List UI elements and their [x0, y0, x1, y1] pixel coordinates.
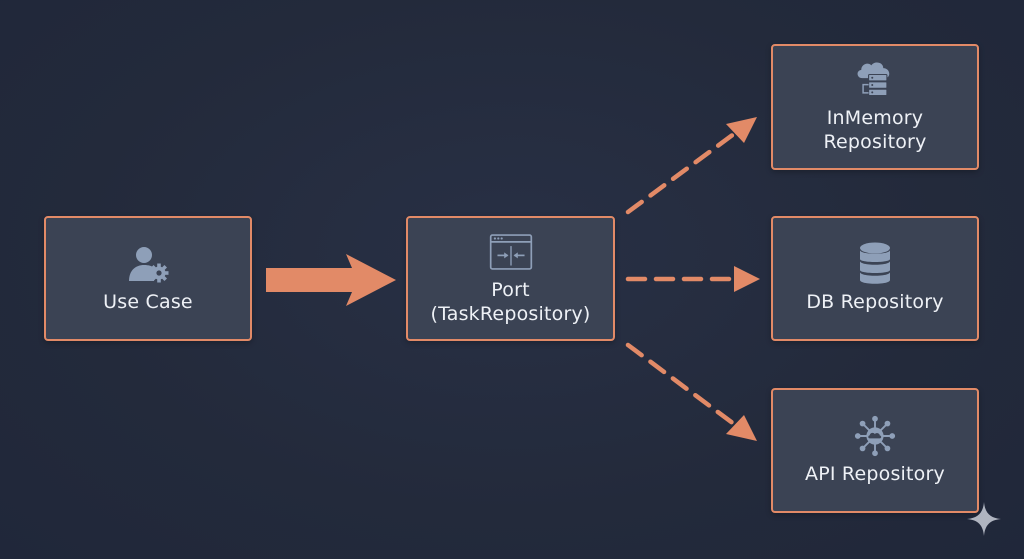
arrow-head: [726, 117, 757, 143]
edge-port-to-inmemory: [625, 117, 757, 215]
node-inmemory-repository: InMemory Repository: [771, 44, 979, 170]
node-use-case: Use Case: [44, 216, 252, 341]
sparkle-icon: [967, 502, 1001, 536]
interface-window-icon: [489, 232, 533, 272]
arrow-head: [734, 266, 760, 292]
node-label: InMemory Repository: [823, 107, 927, 153]
node-port: Port (TaskRepository): [406, 216, 615, 341]
dashed-line: [625, 125, 745, 215]
network-hub-icon: [853, 415, 897, 456]
dashed-line: [625, 342, 745, 433]
edge-usecase-to-port: [266, 254, 396, 306]
node-label: Use Case: [103, 290, 193, 313]
edge-port-to-db: [625, 266, 760, 292]
arrow-head: [726, 415, 757, 441]
edge-port-to-api: [625, 342, 757, 441]
node-label: DB Repository: [806, 290, 944, 313]
node-label: API Repository: [805, 462, 945, 485]
solid-arrow: [266, 254, 396, 306]
user-gear-icon: [126, 244, 170, 284]
node-api-repository: API Repository: [771, 388, 979, 513]
node-db-repository: DB Repository: [771, 216, 979, 341]
database-icon: [853, 242, 897, 284]
node-label: Port (TaskRepository): [430, 278, 591, 325]
cloud-server-icon: [853, 60, 897, 100]
